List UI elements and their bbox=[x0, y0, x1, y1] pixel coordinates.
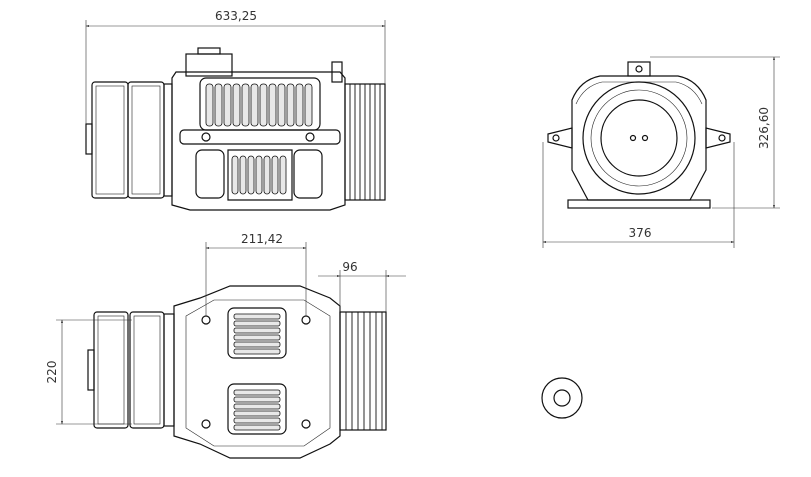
dim-sheave-width: 96 bbox=[318, 260, 406, 312]
side-view bbox=[85, 47, 386, 211]
sheave bbox=[344, 83, 386, 201]
top-view-fins-lower bbox=[233, 389, 281, 431]
top-view bbox=[87, 285, 387, 459]
width-label: 376 bbox=[629, 226, 652, 240]
bolt-spacing-label: 211,42 bbox=[241, 232, 283, 246]
dim-overall-length: 633,25 bbox=[85, 9, 386, 124]
top-view-fins-upper bbox=[233, 313, 281, 355]
dim-bolt-spacing: 211,42 bbox=[205, 232, 307, 316]
dim-width: 376 bbox=[542, 142, 735, 248]
vertical-span-label: 220 bbox=[45, 361, 59, 384]
lower-fins bbox=[231, 155, 287, 195]
upper-fins bbox=[205, 83, 313, 127]
dim-height: 326,60 bbox=[650, 56, 780, 209]
dim-vertical-span: 220 bbox=[45, 319, 132, 425]
end-view bbox=[547, 61, 731, 209]
height-label: 326,60 bbox=[757, 107, 771, 149]
top-view-sheave bbox=[339, 311, 387, 431]
washer-detail bbox=[541, 377, 583, 419]
sheave-width-label: 96 bbox=[342, 260, 357, 274]
overall-length-label: 633,25 bbox=[215, 9, 257, 23]
